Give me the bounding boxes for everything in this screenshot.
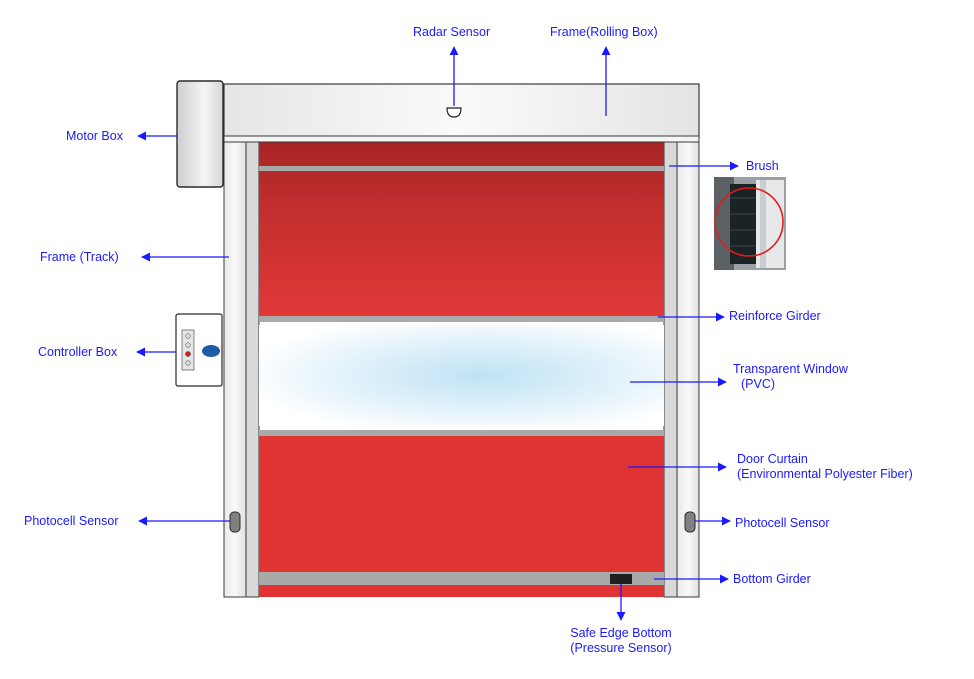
controller-button-stop: [185, 351, 191, 357]
photocell-sensor-right-shape: [684, 511, 696, 533]
inner-track-left: [245, 141, 260, 598]
label-reinforce-girder: Reinforce Girder: [729, 309, 821, 323]
controller-button-1: [185, 333, 191, 339]
label-frame-track: Frame (Track): [40, 250, 119, 264]
controller-button-2: [185, 342, 191, 348]
label-photocell-sensor-right: Photocell Sensor: [735, 516, 830, 530]
label-door-curtain-line1: Door Curtain: [737, 452, 808, 466]
label-safe-edge-line1: Safe Edge Bottom: [570, 626, 672, 640]
transparent-window: [259, 325, 664, 426]
label-transparent-window: Transparent Window (PVC): [733, 362, 848, 392]
motor-box: [176, 80, 224, 188]
label-safe-edge-bottom: Safe Edge Bottom (Pressure Sensor): [566, 626, 676, 656]
curtain-bottom-panel: [259, 432, 664, 597]
label-door-curtain: Door Curtain (Environmental Polyester Fi…: [737, 452, 913, 482]
label-door-curtain-line2: (Environmental Polyester Fiber): [737, 467, 913, 481]
controller-button-3: [185, 360, 191, 366]
label-transparent-window-line1: Transparent Window: [733, 362, 848, 376]
photocell-sensor-left-shape: [229, 511, 241, 533]
inner-track-right: [663, 141, 678, 598]
controller-indicator: [202, 345, 220, 357]
bottom-girder: [259, 572, 664, 585]
radar-sensor-shape: [446, 107, 462, 118]
rolling-box-lip: [223, 135, 700, 143]
rolling-box: [223, 83, 700, 139]
label-motor-box: Motor Box: [66, 129, 123, 143]
label-frame-rolling-box: Frame(Rolling Box): [550, 25, 658, 39]
label-photocell-sensor-left: Photocell Sensor: [24, 514, 119, 528]
curtain-top-panel: [259, 142, 664, 319]
callout-arrows: [136, 46, 739, 621]
reinforce-girder-upper: [259, 316, 664, 322]
controller-button-panel: [181, 329, 195, 371]
safe-edge-sensor: [610, 574, 632, 584]
reinforce-girder-lower: [259, 430, 664, 436]
label-radar-sensor: Radar Sensor: [413, 25, 491, 39]
girder-top: [259, 166, 664, 171]
label-controller-box: Controller Box: [38, 345, 118, 359]
label-brush: Brush: [746, 159, 779, 173]
label-transparent-window-line2: (PVC): [741, 377, 776, 391]
label-bottom-girder: Bottom Girder: [733, 572, 811, 586]
label-safe-edge-line2: (Pressure Sensor): [570, 641, 672, 655]
brush-inset: [714, 177, 786, 270]
